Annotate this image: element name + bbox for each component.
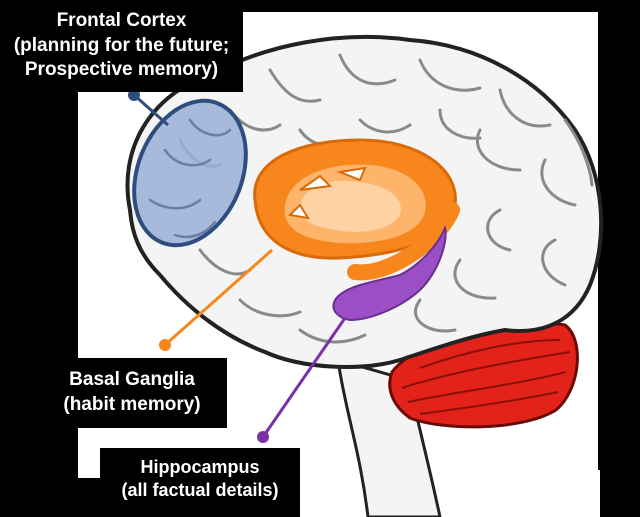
basal-ganglia-desc: (habit memory) bbox=[63, 394, 201, 415]
frontal-gyri-lines bbox=[148, 118, 232, 239]
frontal-pointer-line bbox=[133, 93, 169, 127]
pointer-dot-icon bbox=[159, 339, 171, 351]
pointer-lines bbox=[128, 89, 347, 443]
frontal-cortex-title: Frontal Cortex bbox=[56, 9, 187, 31]
diagram-background-panel-bottom bbox=[300, 470, 600, 517]
pointer-dot-icon bbox=[257, 431, 269, 443]
hippocampus-pointer-line bbox=[261, 317, 347, 438]
basal-ganglia-title: Basal Ganglia bbox=[69, 369, 195, 391]
hippocampus-title: Hippocampus bbox=[140, 456, 260, 477]
hippocampus-label: Hippocampus (all factual details) bbox=[100, 448, 300, 510]
basal-ganglia-region bbox=[253, 138, 460, 281]
frontal-cortex-desc-2: Prospective memory) bbox=[24, 59, 219, 81]
hippocampus-desc: (all factual details) bbox=[121, 480, 279, 500]
frontal-cortex-region bbox=[132, 98, 248, 248]
frontal-cortex-label: Frontal Cortex (planning for the future;… bbox=[0, 0, 243, 92]
frontal-cortex-desc-1: (planning for the future; bbox=[13, 34, 230, 56]
basal-ganglia-label: Basal Ganglia (habit memory) bbox=[37, 358, 227, 428]
hippocampus-region bbox=[332, 224, 447, 322]
basal-pointer-line bbox=[164, 248, 273, 347]
pointer-dot-icon bbox=[128, 89, 140, 101]
